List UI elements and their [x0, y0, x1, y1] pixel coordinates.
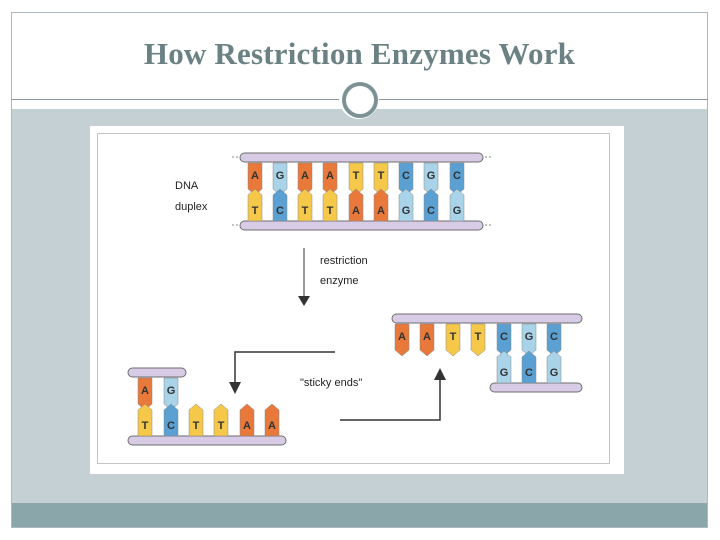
- left-bottom-base-letter: A: [243, 420, 251, 432]
- base-pair-top: [470, 323, 486, 357]
- right-bottom-base-letter: C: [525, 367, 533, 379]
- base-pair-bottom: [348, 188, 364, 222]
- base-pair-bottom: [322, 188, 338, 222]
- base-pair-bottom: [272, 188, 288, 222]
- base-pair-top: [496, 323, 512, 357]
- base-pair-bottom: [423, 188, 439, 222]
- left-top-base-letter: G: [167, 385, 176, 397]
- bottom-base-letter: T: [327, 205, 334, 217]
- base-pair-top: [546, 323, 562, 357]
- sticky-arrow-right-head-icon: [434, 368, 446, 380]
- base-pair-bottom: [398, 188, 414, 222]
- slide-title: How Restriction Enzymes Work: [143, 36, 576, 71]
- top-base-letter: G: [276, 170, 285, 182]
- right-bottom-base-letter: G: [500, 367, 509, 379]
- bottom-base-letter: G: [402, 205, 411, 217]
- right-top-base-letter: C: [550, 331, 558, 343]
- base-pair-top: [394, 323, 410, 357]
- right-fragment-top-backbone: [391, 313, 583, 324]
- dna-duplex: A G A A T T C G C T C T T A A G C G: [232, 152, 493, 231]
- left-fragment-top-backbone: [127, 367, 187, 378]
- top-base-letter: A: [251, 170, 259, 182]
- cut-fragments: A G T C T T A A A A T T C G C G C G: [127, 313, 583, 446]
- ornament-ring-icon: [342, 82, 378, 118]
- base-pair-bottom: [264, 403, 280, 437]
- enzyme-label-line1: restriction: [320, 255, 368, 267]
- base-pair-bottom: [137, 403, 153, 437]
- footer-band: [12, 503, 707, 527]
- left-bottom-base-letter: A: [268, 420, 276, 432]
- base-pair-bottom: [247, 188, 263, 222]
- base-pair-bottom: [239, 403, 255, 437]
- base-pair-top: [521, 323, 537, 357]
- right-top-base-letter: T: [475, 331, 482, 343]
- bottom-base-letter: C: [427, 205, 435, 217]
- right-top-base-letter: C: [500, 331, 508, 343]
- left-top-base-letter: A: [141, 385, 149, 397]
- base-pair-top: [445, 323, 461, 357]
- base-pair-bottom: [496, 350, 512, 384]
- left-bottom-base-letter: T: [142, 420, 149, 432]
- left-bottom-base-letter: T: [193, 420, 200, 432]
- base-pair-bottom: [297, 188, 313, 222]
- sticky-arrow-left-head-icon: [229, 382, 241, 394]
- right-top-base-letter: A: [423, 331, 431, 343]
- dna-label-line2: duplex: [175, 201, 208, 213]
- top-backbone: [239, 152, 484, 163]
- right-fragment-bottom-backbone: [489, 382, 583, 393]
- base-pair-bottom: [188, 403, 204, 437]
- bottom-base-letter: C: [276, 205, 284, 217]
- base-pair-bottom: [546, 350, 562, 384]
- base-pair-bottom: [373, 188, 389, 222]
- left-bottom-base-letter: T: [218, 420, 225, 432]
- top-base-letter: T: [378, 170, 385, 182]
- sticky-arrow-left: [234, 351, 335, 384]
- left-bottom-base-letter: C: [167, 420, 175, 432]
- top-base-letter: A: [301, 170, 309, 182]
- base-pair-top: [419, 323, 435, 357]
- dna-label-line1: DNA: [175, 180, 199, 192]
- base-pair-bottom: [449, 188, 465, 222]
- top-base-letter: C: [402, 170, 410, 182]
- top-base-letter: T: [353, 170, 360, 182]
- bottom-base-letter: T: [302, 205, 309, 217]
- right-top-base-letter: T: [450, 331, 457, 343]
- top-base-letter: A: [326, 170, 334, 182]
- bottom-backbone: [239, 220, 484, 231]
- enzyme-label-line2: enzyme: [320, 275, 359, 287]
- process-arrow-head-icon: [298, 296, 310, 306]
- base-pair-bottom: [213, 403, 229, 437]
- right-top-base-letter: G: [525, 331, 534, 343]
- top-base-letter: C: [453, 170, 461, 182]
- right-bottom-base-letter: G: [550, 367, 559, 379]
- bottom-base-letter: G: [453, 205, 462, 217]
- base-pair-bottom: [163, 403, 179, 437]
- top-base-letter: G: [427, 170, 436, 182]
- base-pair-bottom: [521, 350, 537, 384]
- bottom-base-letter: A: [352, 205, 360, 217]
- bottom-base-letter: A: [377, 205, 385, 217]
- right-top-base-letter: A: [398, 331, 406, 343]
- bottom-base-letter: T: [252, 205, 259, 217]
- left-fragment-bottom-backbone: [127, 435, 287, 446]
- sticky-ends-label: "sticky ends": [300, 377, 362, 389]
- sticky-arrow-right: [340, 378, 441, 421]
